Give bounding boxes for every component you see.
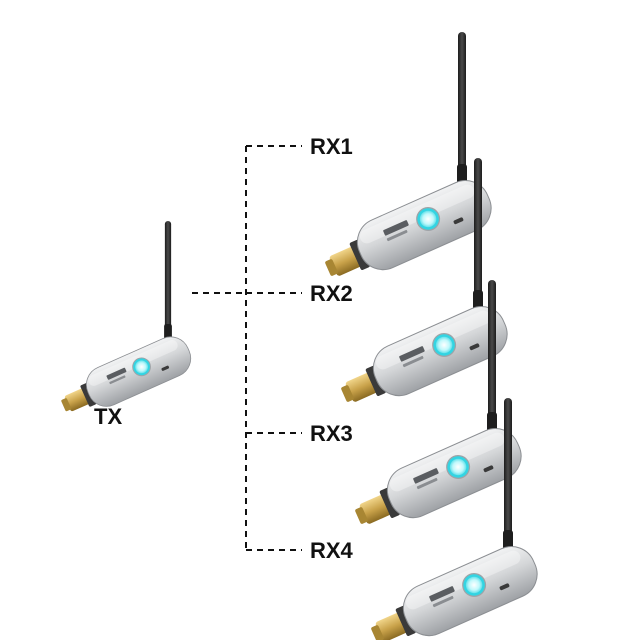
tx-label: TX [94,404,122,429]
rx4-device [361,396,547,640]
tx-device [53,220,198,425]
rx1-device [315,30,501,294]
rx1-label: RX1 [310,134,353,159]
rx3-label: RX3 [310,421,353,446]
rx4-label: RX4 [310,538,354,563]
rx2-label: RX2 [310,281,353,306]
connection-lines [192,145,302,551]
